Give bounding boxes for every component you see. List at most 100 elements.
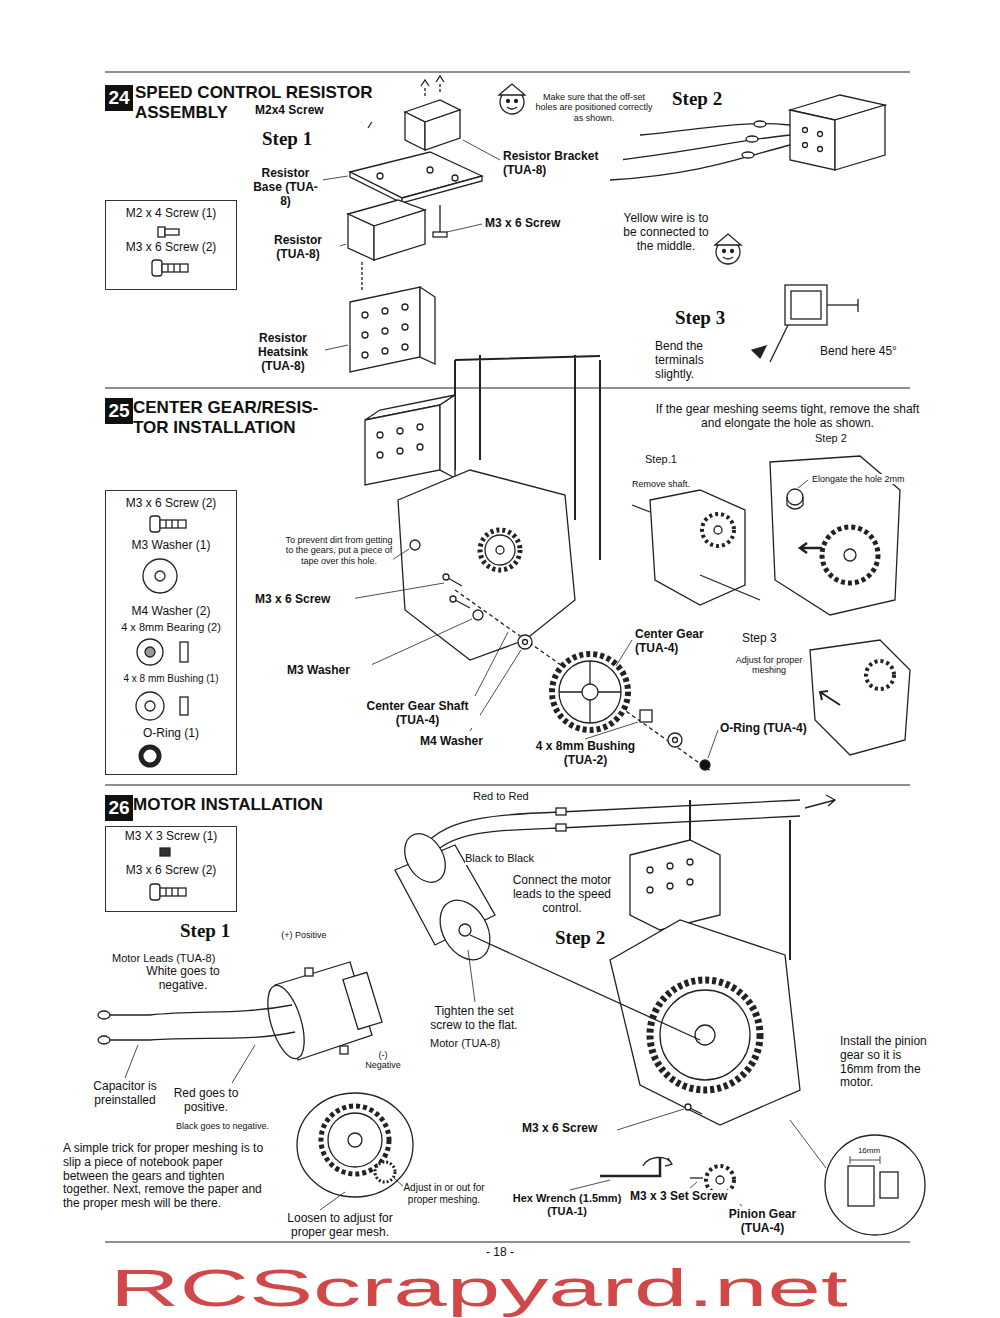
leader-line — [447, 224, 482, 232]
polarity-label: (+) Positive — [281, 930, 327, 940]
leader-line — [617, 1109, 684, 1130]
motor-assembly — [647, 867, 653, 873]
step-heading: Step 3 — [675, 307, 745, 329]
motor-assembly — [667, 883, 673, 889]
center-gear-assembly — [673, 738, 678, 743]
resistor-assembly — [350, 287, 420, 372]
center-gear-assembly — [448, 578, 462, 586]
leader-line — [585, 722, 638, 739]
resistor-wiring — [640, 124, 790, 135]
part-label: M3 x 6 Screw — [255, 593, 355, 607]
motor-assembly — [261, 981, 312, 1062]
parts-icon — [152, 260, 162, 276]
parts-icon — [136, 692, 164, 720]
note-text: Bend here 45° — [820, 345, 905, 359]
resistor-assembly — [350, 172, 402, 203]
part-label: M3 x 3 Set Screw — [630, 1190, 745, 1204]
parts-icon — [162, 264, 188, 272]
parts-icon — [150, 516, 160, 532]
resistor-wiring — [835, 105, 885, 170]
motor-assembly — [556, 824, 566, 831]
note-text: Make sure that the off-set holes are pos… — [535, 92, 653, 123]
rule-line — [105, 72, 910, 1242]
note-text: To prevent dirt from getting to the gear… — [285, 535, 393, 566]
resistor-assembly — [382, 348, 388, 354]
part-label: Hex Wrench (1.5mm) (TUA-1) — [508, 1192, 626, 1217]
center-gear-assembly — [410, 540, 420, 550]
center-gear-assembly — [440, 395, 455, 478]
motor-assembly — [98, 1011, 110, 1019]
center-gear-assembly — [443, 574, 449, 580]
parts-list-item: 4 x 8mm Bearing (2) — [121, 621, 221, 634]
leader-line — [345, 583, 444, 600]
parts-icon — [160, 848, 170, 856]
part-label: Resistor Base (TUA-8) — [248, 167, 323, 208]
resistor-assembly — [433, 232, 447, 237]
resistor-assembly — [425, 110, 460, 150]
center-gear-assembly — [810, 640, 910, 755]
wire-label: Red to Red — [473, 790, 553, 803]
center-gear-assembly — [820, 691, 840, 705]
cartoon-figure — [723, 250, 726, 253]
center-gear-assembly — [480, 530, 520, 570]
motor-assembly — [667, 863, 673, 869]
note-text: Remove shaft. — [632, 479, 707, 489]
cartoon-figure — [515, 100, 518, 103]
note-text: Adjust for proper meshing — [733, 655, 805, 676]
center-gear-assembly — [700, 575, 760, 600]
motor-assembly — [610, 920, 800, 1125]
part-label: 4 x 8mm Bushing (TUA-2) — [533, 740, 638, 768]
note-text: White goes to negative. — [138, 965, 228, 993]
part-label: Motor (TUA-8) — [430, 1037, 515, 1050]
parts-list-item: M4 Washer (2) — [132, 605, 211, 619]
rule-line — [105, 1241, 910, 1242]
resistor-assembly — [362, 332, 368, 338]
resistor-assembly — [405, 112, 425, 150]
note-text: Loosen to adjust for proper gear mesh. — [276, 1212, 404, 1240]
polarity-label: (-) Negative — [360, 1050, 406, 1071]
center-gear-assembly — [632, 505, 650, 512]
parts-list-item: M2 x 4 Screw (1) — [126, 207, 217, 221]
parts-icon — [177, 520, 178, 528]
parts-list-item: M3 X 3 Screw (1) — [125, 830, 218, 844]
leader-line — [360, 619, 472, 670]
center-gear-assembly — [397, 428, 403, 434]
center-gear-assembly — [473, 610, 483, 620]
parts-icon — [145, 701, 155, 711]
cartoon-figure — [715, 234, 741, 245]
leader-line — [570, 1180, 610, 1190]
section-number: 24 — [105, 85, 133, 111]
resistor-wiring — [620, 135, 790, 160]
part-label: Motor Leads (TUA-8) — [112, 952, 237, 965]
resistor-assembly — [350, 152, 482, 198]
leader-line — [125, 1045, 138, 1078]
part-label: M3 x 6 Screw — [522, 1122, 617, 1136]
watermark: RCScrapyard.net — [110, 1262, 848, 1314]
step-heading: Step 2 — [672, 88, 742, 110]
center-gear-assembly — [822, 527, 878, 583]
part-label: Pinion Gear (TUA-4) — [720, 1208, 805, 1236]
parts-icon — [155, 571, 165, 581]
motor-assembly — [630, 840, 720, 930]
motor-assembly — [687, 859, 693, 865]
parts-icon — [137, 639, 163, 665]
parts-list-item: M3 x 6 Screw (2) — [126, 241, 217, 255]
leader-line — [475, 632, 508, 696]
resistor-wiring — [857, 299, 858, 312]
center-gear-assembly — [559, 661, 621, 723]
center-gear-assembly — [455, 600, 470, 608]
motor-assembly — [685, 1104, 691, 1110]
rule-line — [105, 784, 910, 785]
note-text: Elongate the hole 2mm — [812, 474, 922, 484]
parts-icon — [180, 642, 188, 662]
resistor-wiring — [818, 132, 823, 137]
note-text: A simple trick for proper meshing is to … — [63, 1142, 268, 1211]
section-title: MOTOR INSTALLATION — [133, 795, 373, 815]
resistor-assembly — [421, 76, 444, 86]
resistor-assembly — [427, 167, 433, 173]
center-gear-assembly — [787, 497, 803, 509]
center-gear-assembly — [702, 514, 734, 546]
motor-assembly — [848, 1166, 874, 1206]
motor-assembly — [695, 1025, 715, 1045]
